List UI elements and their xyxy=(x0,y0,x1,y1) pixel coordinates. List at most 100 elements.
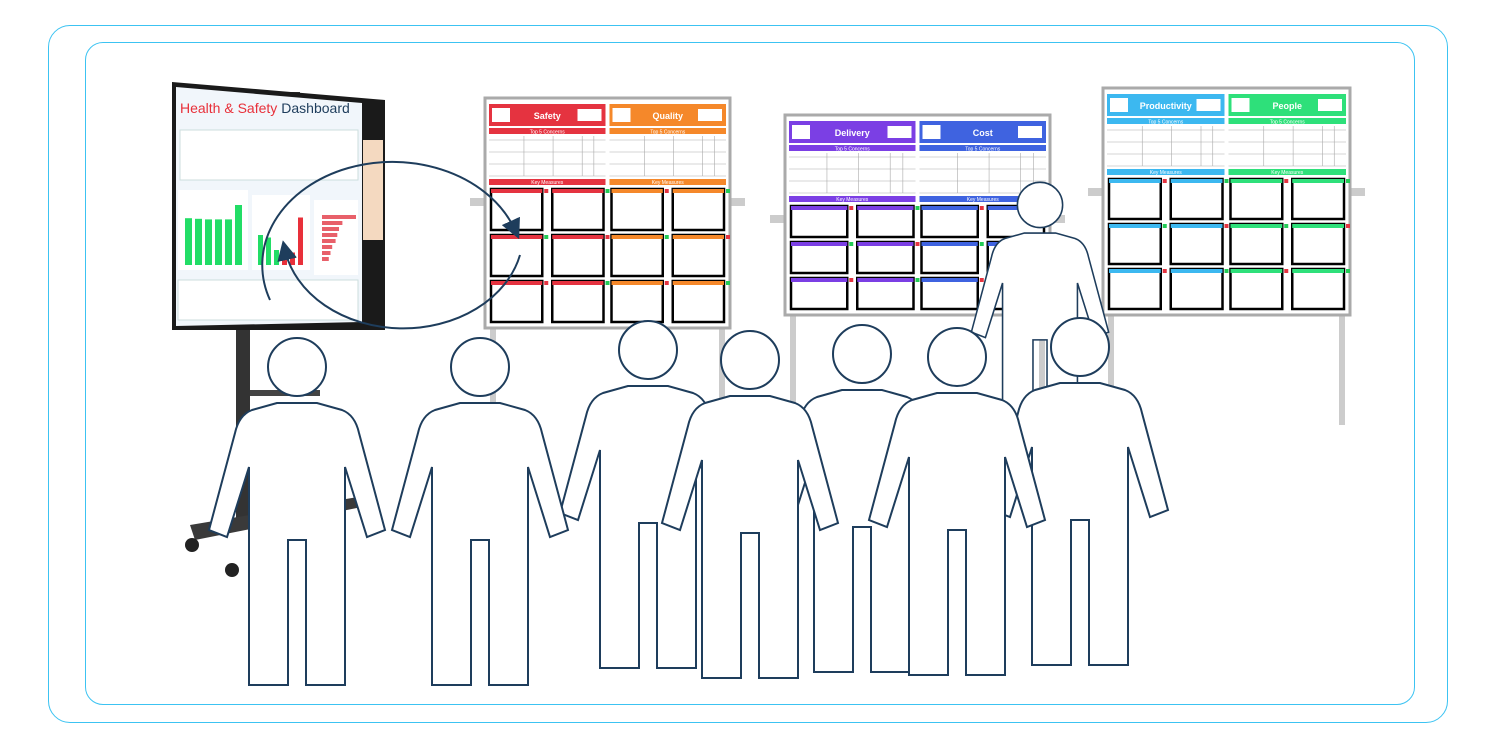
status-indicator-icon xyxy=(1162,179,1167,183)
tv-title-part1: Health & Safety xyxy=(180,100,277,116)
person-figure xyxy=(208,337,386,686)
status-indicator-icon xyxy=(664,235,669,239)
status-indicator-icon xyxy=(1162,224,1167,228)
person-body xyxy=(208,402,386,686)
measure-box xyxy=(1169,222,1224,266)
status-indicator-icon xyxy=(605,235,610,239)
measure-box xyxy=(610,187,664,232)
measures-label: Key Measures xyxy=(1150,170,1182,176)
status-indicator-icon xyxy=(1224,269,1229,273)
measures-label: Key Measures xyxy=(652,180,684,186)
measure-box xyxy=(671,187,726,232)
measures-label: Key Measures xyxy=(1271,170,1303,176)
logo-icon xyxy=(1231,98,1250,112)
measure-box xyxy=(789,276,849,311)
person-head xyxy=(618,320,678,380)
measure-box xyxy=(1169,267,1224,311)
panel-title: Cost xyxy=(973,128,993,138)
concerns-label: Top 5 Concerns xyxy=(1270,120,1306,126)
tv-title-part2: Dashboard xyxy=(281,100,350,116)
measure-box xyxy=(1291,267,1346,311)
status-indicator-icon xyxy=(849,206,854,210)
measure-box xyxy=(1229,267,1284,311)
measure-box xyxy=(856,276,915,311)
tv-chart3-bar xyxy=(322,251,331,255)
measure-box xyxy=(671,279,726,324)
status-indicator-icon xyxy=(1284,224,1289,228)
status-indicator-icon xyxy=(544,235,549,239)
concerns-label: Top 5 Concerns xyxy=(1148,120,1184,126)
person-head xyxy=(720,330,780,390)
status-indicator-icon xyxy=(544,189,549,193)
person-figure xyxy=(868,327,1046,676)
measure-box xyxy=(610,233,664,278)
status-indicator-icon xyxy=(1162,269,1167,273)
tv-chart-bar xyxy=(225,219,232,265)
status-indicator-icon xyxy=(915,206,920,210)
measure-box xyxy=(856,240,915,275)
tv-chart2-bar xyxy=(298,217,303,265)
status-indicator-icon xyxy=(726,189,730,193)
tv-chart-bar xyxy=(195,218,202,265)
logo-icon xyxy=(1110,98,1128,112)
arrow-clockwise-icon xyxy=(261,160,520,301)
logo-icon xyxy=(492,108,510,122)
status-indicator-icon xyxy=(726,281,730,285)
measure-box xyxy=(1291,222,1346,266)
status-indicator-icon xyxy=(1224,179,1229,183)
logo-icon xyxy=(792,125,810,139)
tv-chart2-bar xyxy=(290,252,295,265)
measures-label: Key Measures xyxy=(531,180,563,186)
person-figure xyxy=(970,181,1110,454)
tv-chart3-bar xyxy=(322,227,339,231)
arrow-return-icon xyxy=(277,240,521,330)
concerns-label: Top 5 Concerns xyxy=(650,130,686,136)
measure-box xyxy=(489,233,544,278)
measure-box xyxy=(920,204,979,239)
tv-chart-bar xyxy=(185,218,192,265)
status-indicator-icon xyxy=(1346,224,1350,228)
tv-chart-bar xyxy=(235,205,242,265)
tv-chart3-bar xyxy=(322,215,356,219)
measure-box xyxy=(1291,177,1346,221)
measure-box xyxy=(789,204,849,239)
concerns-label: Top 5 Concerns xyxy=(965,147,1001,153)
status-indicator-icon xyxy=(664,189,669,193)
tv-chart3-bar xyxy=(322,245,333,249)
person-figure xyxy=(391,337,569,686)
measures-label: Key Measures xyxy=(967,197,999,203)
status-indicator-icon xyxy=(605,281,610,285)
inner-frame xyxy=(85,42,1415,705)
measure-box xyxy=(610,279,664,324)
measure-box xyxy=(1229,177,1284,221)
measure-box xyxy=(671,233,726,278)
measure-box xyxy=(789,240,849,275)
cycle-arrows xyxy=(261,160,521,330)
status-indicator-icon xyxy=(664,281,669,285)
person-head xyxy=(1016,181,1064,229)
tv-chart-bar xyxy=(215,219,222,265)
status-indicator-icon xyxy=(1284,269,1289,273)
status-indicator-icon xyxy=(1346,179,1350,183)
tv-chart3-bar xyxy=(322,239,336,243)
measure-box xyxy=(1107,267,1162,311)
measure-box xyxy=(551,187,605,232)
measure-box xyxy=(551,279,605,324)
status-indicator-icon xyxy=(605,189,610,193)
tv-chart-bar xyxy=(205,219,212,265)
measure-box xyxy=(1229,222,1284,266)
status-indicator-icon xyxy=(726,235,730,239)
concerns-label: Top 5 Concerns xyxy=(835,147,871,153)
person-head xyxy=(832,324,892,384)
tv-chart3-bar xyxy=(322,221,343,225)
outer-frame xyxy=(48,25,1448,723)
person-head xyxy=(1050,317,1110,377)
tv-chart2-bar xyxy=(274,250,279,265)
measure-box xyxy=(920,276,979,311)
